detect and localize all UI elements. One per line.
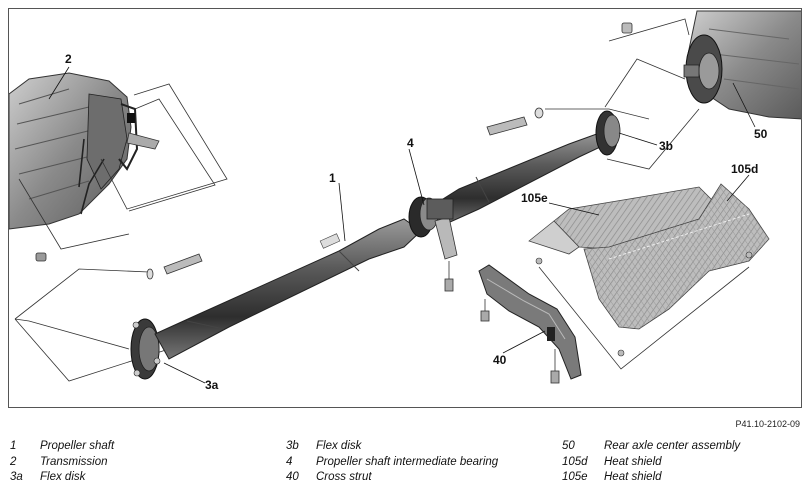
callout-1: 1 <box>329 171 336 185</box>
bolt <box>146 253 203 280</box>
callout-40: 40 <box>493 353 507 367</box>
legend-text: Flex disk <box>316 440 362 452</box>
legend-number: 50 <box>562 440 575 452</box>
legend-text: Flex disk <box>40 471 86 483</box>
legend: 1 Propeller shaft 2 Transmission 3a Flex… <box>10 440 810 490</box>
legend-text: Heat shield <box>604 471 662 483</box>
propeller-shaft <box>154 130 614 360</box>
exploded-view-drawing <box>9 10 801 384</box>
legend-number: 3a <box>10 471 23 483</box>
callout-3b: 3b <box>659 139 674 153</box>
callout-2: 2 <box>65 52 72 66</box>
heat-shield-105d <box>583 183 770 330</box>
legend-text: Transmission <box>40 456 108 468</box>
legend-number: 2 <box>10 456 17 468</box>
intermediate-bearing <box>408 196 458 260</box>
diagram-frame: 2 1 4 3a 3b 50 40 105d 105e <box>8 8 802 408</box>
bolt <box>35 252 47 262</box>
legend-text: Rear axle center assembly <box>604 440 741 452</box>
legend-number: 40 <box>286 471 299 483</box>
flex-disk-3a <box>130 318 161 380</box>
transmission <box>9 72 160 230</box>
cross-strut <box>478 264 582 380</box>
figure-reference: P41.10-2102-09 <box>735 419 800 429</box>
rear-axle-center-assembly <box>683 10 801 120</box>
callout-105e: 105e <box>521 191 548 205</box>
legend-number: 105d <box>562 456 588 468</box>
legend-number: 4 <box>286 456 293 468</box>
legend-number: 105e <box>562 471 588 483</box>
legend-text: Cross strut <box>316 471 372 483</box>
legend-text: Propeller shaft <box>40 440 115 452</box>
flex-disk-3b <box>595 110 621 156</box>
legend-text: Heat shield <box>604 456 662 468</box>
callout-3a: 3a <box>205 378 219 392</box>
callout-4: 4 <box>407 136 414 150</box>
callout-105d: 105d <box>731 162 759 176</box>
legend-number: 3b <box>286 440 299 452</box>
callout-50: 50 <box>754 127 768 141</box>
legend-number: 1 <box>10 440 17 452</box>
callout-leaders <box>48 66 756 384</box>
legend-text: Propeller shaft intermediate bearing <box>316 456 499 468</box>
leader-bracket-transmission <box>100 83 228 210</box>
